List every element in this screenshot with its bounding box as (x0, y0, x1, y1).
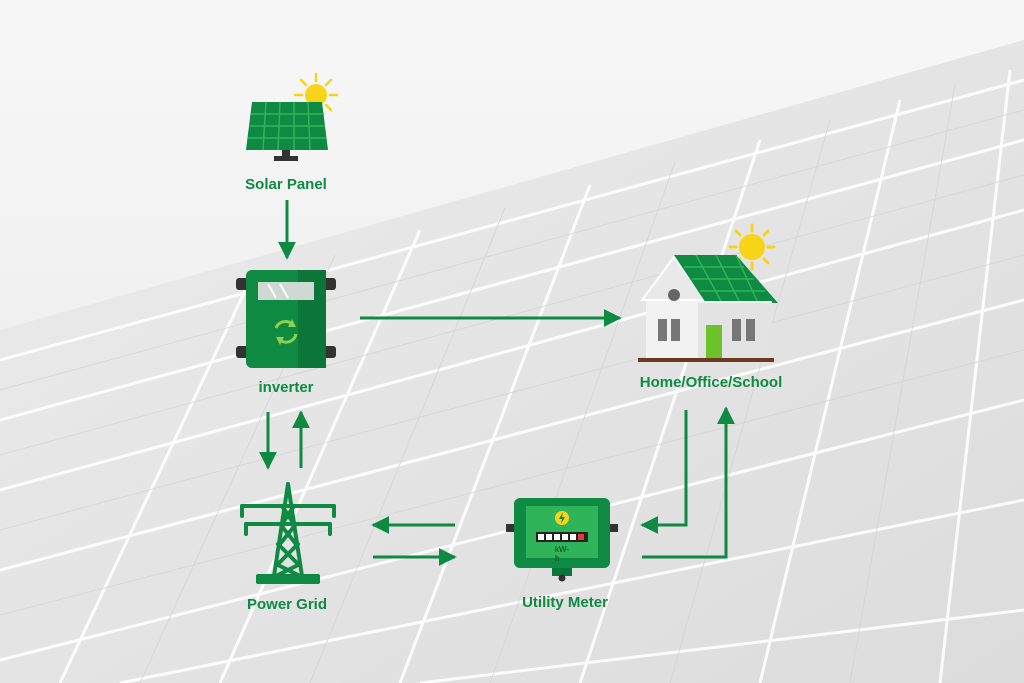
house-icon (638, 223, 778, 362)
utility-meter-icon (506, 498, 618, 582)
sun-icon (293, 72, 339, 118)
inverter-label: inverter (258, 379, 314, 396)
solar-panel-label: Solar Panel (245, 176, 327, 193)
utility-meter-label: Utility Meter (522, 594, 608, 611)
solar-panel-icon (246, 72, 339, 161)
transmission-tower-icon (240, 482, 336, 584)
arrow-home-to-meter (640, 410, 688, 534)
inverter-icon (236, 270, 336, 368)
arrow-meter-to-home (642, 406, 735, 559)
home-label: Home/Office/School (639, 374, 783, 391)
power-grid-label: Power Grid (246, 596, 328, 613)
meter-unit-label: kW-h (554, 545, 570, 563)
